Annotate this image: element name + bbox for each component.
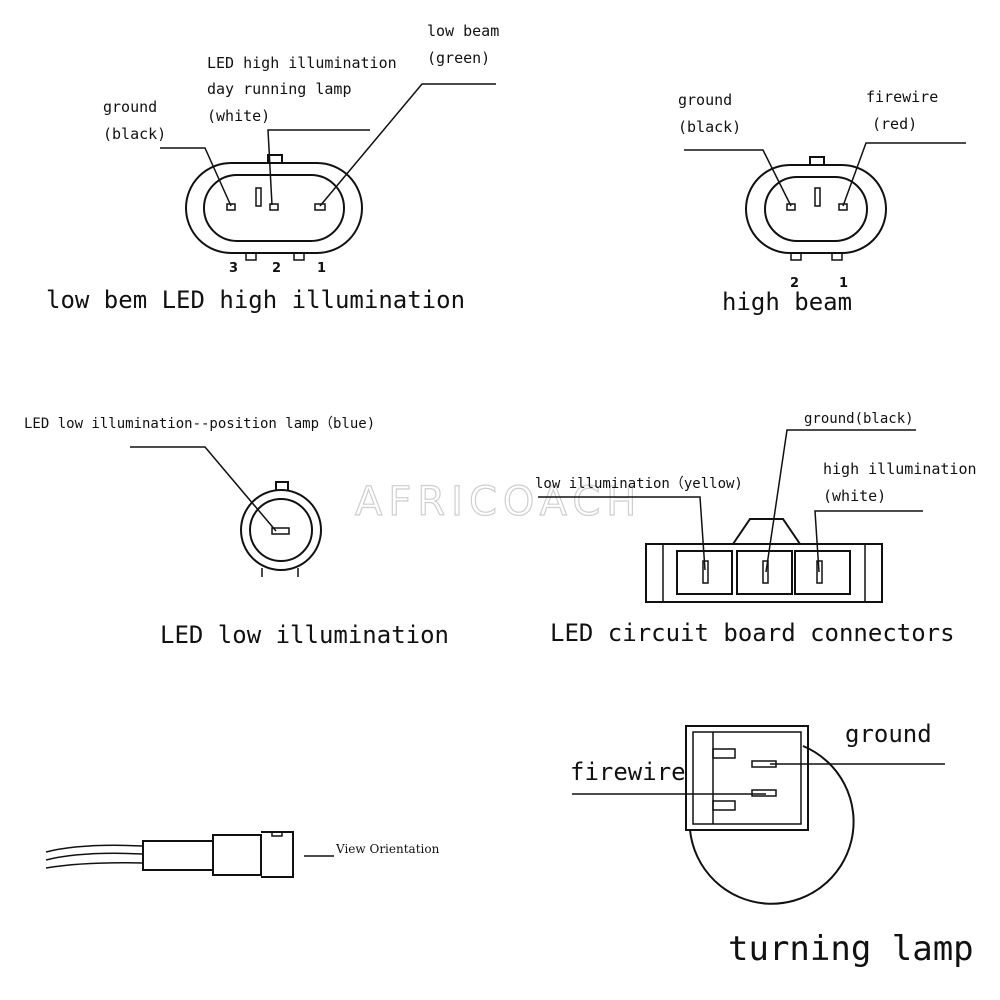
leader-ground bbox=[684, 149, 792, 207]
cavity-high-illumination bbox=[794, 550, 851, 595]
label-ground: ground bbox=[678, 91, 732, 109]
wire-1 bbox=[45, 844, 144, 853]
label-low-beam-color: (green) bbox=[427, 49, 490, 67]
label-low-beam: low beam bbox=[427, 22, 499, 40]
leader-low-beam bbox=[319, 83, 496, 207]
leader-led bbox=[267, 129, 370, 206]
low-beam-led-high-connector: ground (black) LED high illumination day… bbox=[46, 22, 499, 314]
circuit-board-connector: ground(black) low illumination（yellow) h… bbox=[535, 411, 977, 647]
connector-cable-loop bbox=[689, 745, 855, 905]
connector-face bbox=[261, 831, 294, 878]
connector-key-tab bbox=[267, 154, 283, 163]
pin-ground bbox=[786, 203, 796, 211]
pin-divider bbox=[255, 187, 262, 207]
connector-outer-shell bbox=[185, 162, 363, 254]
label-firewire: firewire bbox=[866, 88, 938, 106]
label-led-line2: day running lamp bbox=[207, 80, 352, 98]
cavity-ground bbox=[736, 550, 793, 595]
connector-latch bbox=[732, 518, 801, 545]
leader-firewire bbox=[842, 142, 966, 207]
pin-ground bbox=[762, 560, 769, 584]
label-led-line1: LED high illumination bbox=[207, 54, 397, 72]
connector-key-tab bbox=[809, 156, 825, 165]
terminal-2 bbox=[293, 252, 305, 261]
label-position-lamp: LED low illumination--position lamp（blue… bbox=[24, 416, 375, 432]
connector-body bbox=[645, 543, 883, 603]
connector-housing bbox=[212, 834, 262, 876]
pin-number-2: 2 bbox=[790, 276, 799, 291]
terminal-3 bbox=[245, 252, 257, 261]
label-high-illumination: high illumination bbox=[823, 460, 977, 478]
pin-divider bbox=[814, 187, 821, 207]
leader-low-illumination bbox=[538, 496, 706, 571]
leader-ground bbox=[160, 147, 232, 207]
label-ground: ground bbox=[845, 720, 932, 748]
pin-low-beam bbox=[314, 203, 326, 211]
connector-bottom-legs bbox=[261, 568, 299, 577]
wire-3 bbox=[45, 862, 144, 869]
turning-lamp-connector: ground firewire turning lamp bbox=[570, 720, 974, 969]
connector-inner-shell bbox=[203, 174, 345, 242]
pin-high-illumination bbox=[816, 560, 823, 584]
connector-inner-frame bbox=[692, 731, 802, 825]
pin-firewire bbox=[751, 789, 777, 797]
connector-inner-shell bbox=[764, 176, 868, 242]
label-firewire: firewire bbox=[570, 758, 686, 786]
title-low-beam-led-high: low bem LED high illumination bbox=[46, 286, 465, 314]
label-ground: ground(black) bbox=[804, 411, 914, 427]
connector-outer-ring bbox=[240, 489, 322, 571]
leader-ground bbox=[765, 429, 916, 573]
connector-inner-ring bbox=[249, 498, 313, 562]
pin-number-3: 3 bbox=[229, 261, 238, 276]
label-firewire-color: (red) bbox=[872, 115, 917, 133]
high-beam-connector: ground (black) firewire (red) 2 1 high b… bbox=[678, 88, 966, 316]
label-low-illumination: low illumination（yellow) bbox=[535, 476, 743, 492]
terminal-1 bbox=[831, 252, 843, 261]
label-view-orientation: View Orientation bbox=[335, 842, 440, 856]
connector-key-tab bbox=[275, 481, 289, 490]
pin-led bbox=[269, 203, 279, 211]
leader-high-illumination bbox=[814, 510, 923, 573]
wire-2 bbox=[45, 852, 144, 861]
pin-number-2: 2 bbox=[272, 261, 281, 276]
cable-view-orientation: View Orientation bbox=[45, 831, 440, 878]
title-led-low-illumination: LED low illumination bbox=[160, 621, 449, 649]
cavity-low-illumination bbox=[676, 550, 733, 595]
label-ground-color: (black) bbox=[678, 118, 741, 136]
pin-number-1: 1 bbox=[839, 276, 848, 291]
terminal-top bbox=[712, 748, 736, 759]
label-led-color: (white) bbox=[207, 107, 270, 125]
label-ground-color: (black) bbox=[103, 125, 166, 143]
cable-boot bbox=[142, 840, 214, 871]
title-high-beam: high beam bbox=[722, 288, 852, 316]
pin-number-1: 1 bbox=[317, 261, 326, 276]
connector-outer-shell bbox=[745, 164, 887, 254]
title-circuit-board-connectors: LED circuit board connectors bbox=[550, 619, 955, 647]
pin-low-illumination bbox=[702, 560, 709, 584]
leader-position-lamp bbox=[130, 446, 277, 532]
pin-position-lamp bbox=[271, 527, 290, 535]
terminal-2 bbox=[790, 252, 802, 261]
led-low-illumination-connector: LED low illumination--position lamp（blue… bbox=[24, 416, 449, 649]
title-turning-lamp: turning lamp bbox=[728, 929, 974, 969]
watermark: AFRICOACH bbox=[355, 479, 642, 525]
connector-outer-frame bbox=[685, 725, 809, 831]
pin-ground bbox=[226, 203, 236, 211]
connector-face-tab bbox=[271, 832, 283, 837]
label-high-illumination-color: (white) bbox=[823, 487, 886, 505]
label-ground: ground bbox=[103, 98, 157, 116]
terminal-bottom bbox=[712, 800, 736, 811]
